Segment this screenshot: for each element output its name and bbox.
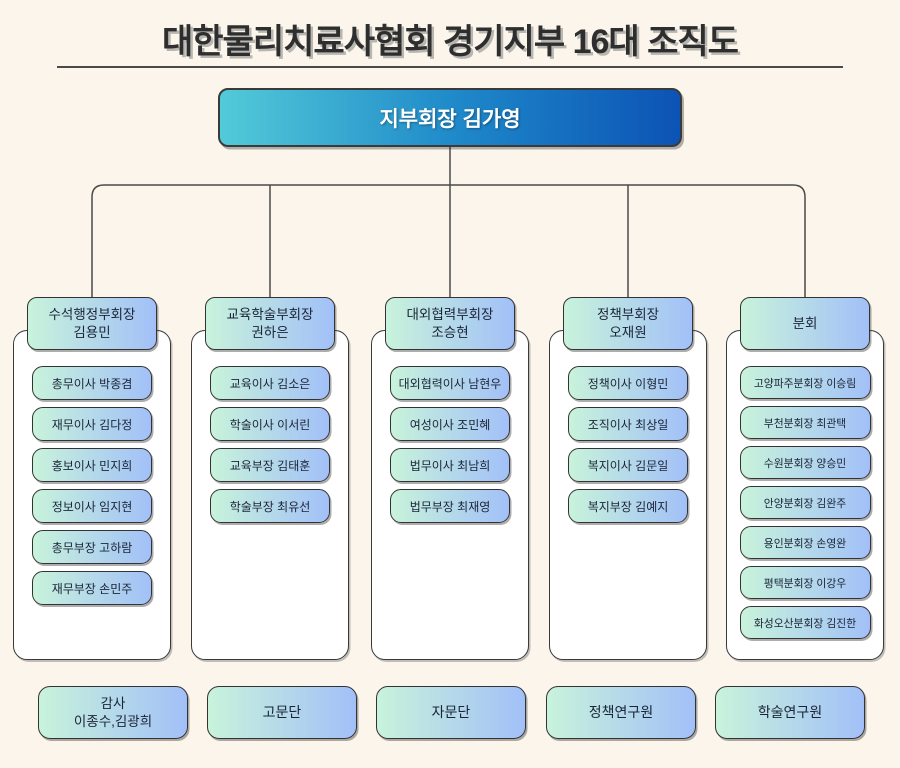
member-box: 용인분회장 손영완 — [739, 526, 871, 559]
president-label: 지부회장 김가영 — [379, 107, 521, 131]
column-head-external: 대외협력부회장 조승현 — [385, 297, 515, 350]
member-box: 정책이사 이형민 — [568, 366, 688, 400]
bottom-box-advisory-group: 고문단 — [207, 686, 357, 739]
member-box: 복지이사 김문일 — [568, 448, 688, 482]
column-head-branches: 분회 — [740, 297, 870, 350]
column-panel-branches: 고양파주분회장 이승림 부천분회장 최관택 수원분회장 양승민 안양분회장 김완… — [726, 330, 884, 660]
member-box: 조직이사 최상일 — [568, 407, 688, 441]
member-box: 홍보이사 민지희 — [32, 448, 152, 482]
president-box: 지부회장 김가영 — [218, 88, 682, 147]
member-box: 교육이사 김소은 — [210, 366, 330, 400]
member-box: 평택분회장 이강우 — [739, 566, 871, 599]
column-panel-admin: 총무이사 박종겸 재무이사 김다정 홍보이사 민지희 정보이사 임지현 총무부장… — [13, 330, 171, 660]
column-panel-policy: 정책이사 이형민 조직이사 최상일 복지이사 김문일 복지부장 김예지 — [549, 330, 707, 660]
member-box: 학술부장 최유선 — [210, 489, 330, 523]
bottom-box-auditors: 감사 이종수,김광희 — [38, 686, 188, 739]
member-box: 학술이사 이서린 — [210, 407, 330, 441]
column-head-policy: 정책부회장 오재원 — [563, 297, 693, 350]
column-head-education: 교육학술부회장 권하은 — [205, 297, 335, 350]
member-box: 여성이사 조민혜 — [390, 407, 510, 441]
member-box: 법무이사 최남희 — [390, 448, 510, 482]
bottom-box-academic-institute: 학술연구원 — [715, 686, 865, 739]
member-box: 교육부장 김태훈 — [210, 448, 330, 482]
member-box: 재무이사 김다정 — [32, 407, 152, 441]
column-panel-education: 교육이사 김소은 학술이사 이서린 교육부장 김태훈 학술부장 최유선 — [191, 330, 349, 660]
title-underline — [57, 66, 843, 68]
member-box: 대외협력이사 남현우 — [390, 366, 510, 400]
bottom-box-policy-institute: 정책연구원 — [546, 686, 696, 739]
member-box: 수원분회장 양승민 — [739, 446, 871, 479]
member-box: 부천분회장 최관택 — [739, 406, 871, 439]
column-head-admin: 수석행정부회장 김용민 — [27, 297, 157, 350]
member-box: 복지부장 김예지 — [568, 489, 688, 523]
member-box: 정보이사 임지현 — [32, 489, 152, 523]
bottom-box-consulting-group: 자문단 — [376, 686, 526, 739]
member-box: 총무부장 고하람 — [32, 530, 152, 564]
member-box: 안양분회장 김완주 — [739, 486, 871, 519]
member-box: 고양파주분회장 이승림 — [739, 366, 871, 399]
member-box: 화성오산분회장 김진한 — [739, 606, 871, 639]
member-box: 재무부장 손민주 — [32, 571, 152, 605]
member-box: 법무부장 최재영 — [390, 489, 510, 523]
member-box: 총무이사 박종겸 — [32, 366, 152, 400]
org-chart-title: 대한물리치료사협회 경기지부 16대 조직도 — [162, 23, 739, 61]
column-panel-external: 대외협력이사 남현우 여성이사 조민혜 법무이사 최남희 법무부장 최재영 — [371, 330, 529, 660]
